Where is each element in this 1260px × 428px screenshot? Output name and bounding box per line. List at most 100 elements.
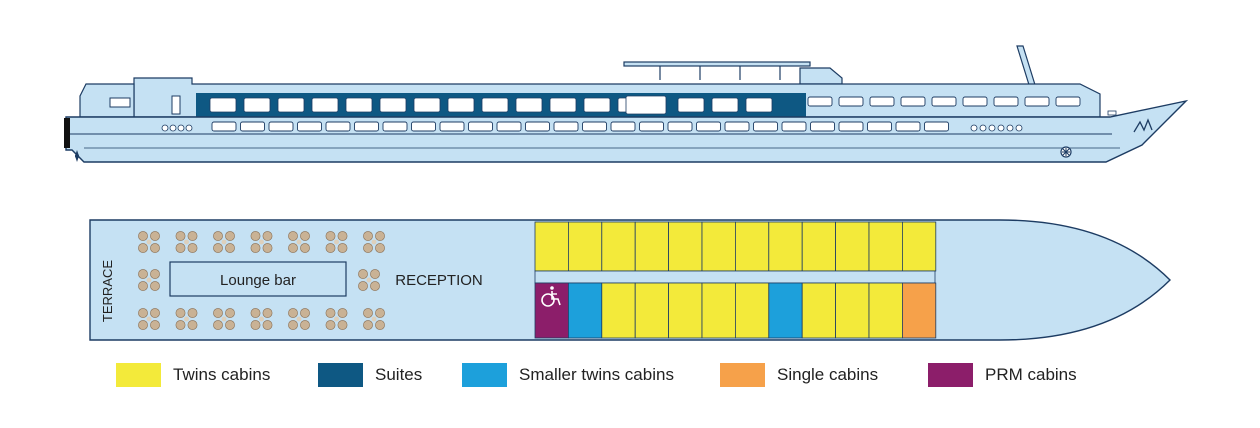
upper-window — [277, 97, 305, 113]
chair — [375, 243, 385, 253]
upper-window — [243, 97, 271, 113]
table-set — [325, 231, 348, 253]
table-set — [138, 231, 160, 253]
main-deck-windows — [211, 121, 949, 132]
cabin-twins — [701, 282, 736, 339]
chair — [337, 243, 348, 253]
upper-window — [711, 97, 739, 113]
chair — [262, 243, 273, 253]
table-set — [138, 269, 160, 291]
bow-mark — [1133, 118, 1153, 133]
chair — [213, 320, 223, 330]
chair — [187, 308, 198, 318]
wheelchair-icon — [541, 286, 561, 307]
table — [366, 277, 372, 283]
porthole — [988, 124, 996, 132]
table — [334, 316, 339, 322]
chair — [213, 243, 223, 253]
chair — [262, 231, 273, 241]
cabin-smaller_twins — [768, 282, 803, 339]
upper-window-forward — [993, 96, 1019, 107]
main-window — [268, 121, 294, 132]
main-window — [525, 121, 550, 132]
aft-window — [109, 97, 131, 108]
aft-door — [171, 95, 181, 115]
cabin-twins — [568, 221, 603, 272]
chair — [213, 231, 223, 241]
chair — [138, 269, 148, 279]
upper-window — [345, 97, 373, 113]
chair — [150, 231, 160, 241]
legend-item-prm: PRM cabins — [928, 362, 1077, 388]
main-window — [838, 121, 864, 132]
chair — [288, 308, 298, 318]
upper-window — [515, 97, 543, 113]
cabin-twins — [902, 221, 937, 272]
upper-window-forward — [900, 96, 926, 107]
wheelhouse — [799, 67, 843, 85]
upper-window — [549, 97, 577, 113]
main-window — [325, 121, 351, 132]
legend-swatch — [116, 363, 161, 387]
chair — [213, 308, 223, 318]
table — [371, 239, 377, 245]
upper-window — [583, 97, 611, 113]
mast — [1016, 45, 1037, 89]
portholes-forward — [970, 124, 1023, 132]
chair — [150, 243, 160, 253]
reception-label: RECEPTION — [395, 272, 483, 289]
stern-black — [64, 118, 70, 148]
chair — [175, 320, 186, 330]
chair — [187, 243, 198, 253]
chair — [358, 269, 368, 279]
main-window — [240, 121, 265, 132]
table-set — [325, 308, 348, 330]
upper-window-forward — [962, 96, 988, 107]
main-window — [810, 121, 835, 132]
cabin-twins — [634, 221, 670, 272]
legend-label: Smaller twins cabins — [519, 365, 674, 384]
lounge-bar-area — [169, 261, 347, 297]
upper-window — [745, 97, 773, 113]
chair — [262, 320, 273, 330]
table-set — [358, 269, 380, 291]
table — [296, 316, 302, 322]
upper-window-forward — [931, 96, 957, 107]
main-window — [211, 121, 237, 132]
upper-windows — [209, 95, 773, 115]
table-set — [363, 231, 385, 253]
cabin-twins — [534, 221, 569, 272]
cabin-twins — [634, 282, 670, 339]
main-window — [781, 121, 807, 132]
cabin-prm — [534, 282, 569, 339]
upper-window — [447, 97, 475, 113]
lounge-bar-label: Lounge bar — [220, 272, 296, 289]
main-window — [924, 121, 949, 132]
cabin-twins — [601, 282, 636, 339]
cabin-twins — [868, 221, 903, 272]
anchor-icon — [1060, 146, 1072, 158]
table — [259, 239, 264, 245]
table — [146, 277, 152, 283]
table — [371, 316, 377, 322]
table-set — [213, 308, 235, 330]
chair — [138, 308, 148, 318]
chair — [138, 281, 148, 291]
main-window — [468, 121, 493, 132]
chair — [325, 320, 336, 330]
chair — [250, 320, 261, 330]
table — [296, 239, 302, 245]
chair — [300, 320, 310, 330]
upper-window-forward — [1055, 96, 1081, 107]
legend-label: Single cabins — [777, 365, 879, 384]
cabins-top-row — [534, 221, 937, 272]
chair — [262, 308, 273, 318]
chair — [363, 243, 373, 253]
upper-window — [625, 95, 667, 115]
upper-window-forward — [869, 96, 895, 107]
porthole — [1006, 124, 1014, 132]
upper-window — [413, 97, 441, 113]
chair — [225, 243, 235, 253]
